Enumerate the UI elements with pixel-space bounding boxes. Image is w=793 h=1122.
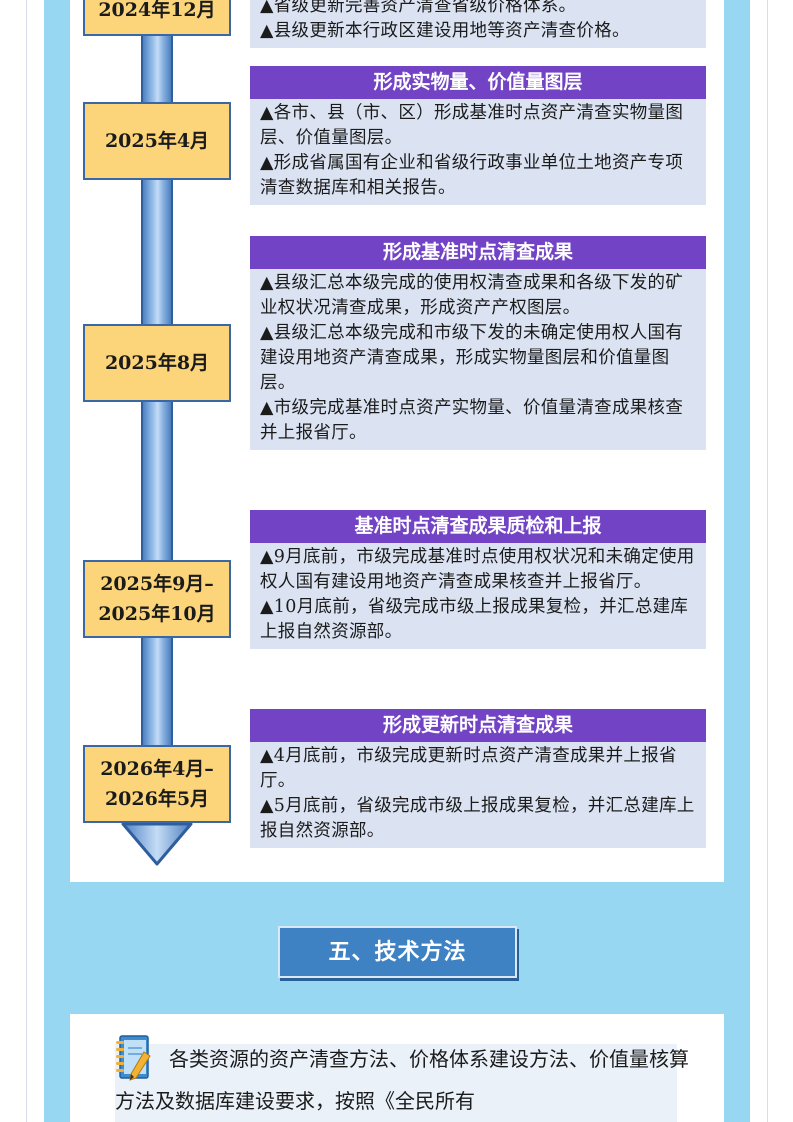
item-body: ▲4月底前，市级完成更新时点资产清查成果并上报省厅。 ▲5月底前，省级完成市级上… bbox=[250, 742, 706, 848]
date-line: 2026年5月 bbox=[104, 788, 210, 810]
item-title: 形成实物量、价值量图层 bbox=[250, 66, 706, 99]
item-title: 形成基准时点清查成果 bbox=[250, 236, 706, 269]
item-line: ▲县级汇总本级完成和市级下发的未确定使用权人国有建设用地资产清查成果，形成实物量… bbox=[260, 323, 684, 393]
timeline-item-3: 形成基准时点清查成果 ▲县级汇总本级完成的使用权清查成果和各级下发的矿业权状况清… bbox=[250, 236, 706, 450]
date-box-5: 2026年4月– 2026年5月 bbox=[83, 745, 231, 823]
paragraph-highlight bbox=[115, 1044, 677, 1122]
date-line: 2026年4月– bbox=[100, 758, 214, 780]
item-line: ▲县级更新本行政区建设用地等资产清查价格。 bbox=[260, 21, 630, 41]
notebook-pencil-icon bbox=[116, 1035, 151, 1081]
timeline-item-5: 形成更新时点清查成果 ▲4月底前，市级完成更新时点资产清查成果并上报省厅。 ▲5… bbox=[250, 709, 706, 848]
date-line: 2025年4月 bbox=[104, 130, 210, 152]
item-title: 基准时点清查成果质检和上报 bbox=[250, 510, 706, 543]
arrow-down-icon bbox=[121, 822, 193, 866]
item-line: ▲4月底前，市级完成更新时点资产清查成果并上报省厅。 bbox=[260, 746, 677, 791]
timeline-item-4: 基准时点清查成果质检和上报 ▲9月底前，市级完成基准时点使用权状况和未确定使用权… bbox=[250, 510, 706, 649]
section-heading: 五、技术方法 bbox=[278, 926, 517, 978]
item-line: ▲各市、县（市、区）形成基准时点资产清查实物量图层、价值量图层。 bbox=[260, 103, 684, 148]
date-box-1: 2024年12月 bbox=[83, 0, 231, 36]
item-title: 形成更新时点清查成果 bbox=[250, 709, 706, 742]
timeline-item-1: ▲省级更新完善资产清查省级价格体系。 ▲县级更新本行政区建设用地等资产清查价格。 bbox=[250, 0, 706, 48]
item-line: ▲9月底前，市级完成基准时点使用权状况和未确定使用权人国有建设用地资产清查成果核… bbox=[260, 547, 695, 592]
item-line: ▲省级更新完善资产清查省级价格体系。 bbox=[260, 0, 577, 16]
item-body: ▲9月底前，市级完成基准时点使用权状况和未确定使用权人国有建设用地资产清查成果核… bbox=[250, 543, 706, 649]
date-line: 2024年12月 bbox=[98, 0, 216, 21]
method-paragraph: 各类资源的资产清查方法、价格体系建设方法、价值量核算方法及数据库建设要求，按照《… bbox=[115, 1047, 689, 1113]
item-line: ▲形成省属国有企业和省级行政事业单位土地资产专项清查数据库和相关报告。 bbox=[260, 153, 684, 198]
item-line: ▲10月底前，省级完成市级上报成果复检，并汇总建库上报自然资源部。 bbox=[260, 597, 689, 642]
item-body: ▲各市、县（市、区）形成基准时点资产清查实物量图层、价值量图层。 ▲形成省属国有… bbox=[250, 99, 706, 205]
date-line: 2025年8月 bbox=[104, 352, 210, 374]
date-box-2: 2025年4月 bbox=[83, 102, 231, 180]
item-body: ▲县级汇总本级完成的使用权清查成果和各级下发的矿业权状况清查成果，形成资产产权图… bbox=[250, 269, 706, 450]
item-line: ▲县级汇总本级完成的使用权清查成果和各级下发的矿业权状况清查成果，形成资产产权图… bbox=[260, 273, 684, 318]
item-line: ▲市级完成基准时点资产实物量、价值量清查成果核查并上报省厅。 bbox=[260, 398, 684, 443]
date-box-4: 2025年9月– 2025年10月 bbox=[83, 560, 231, 638]
date-box-3: 2025年8月 bbox=[83, 324, 231, 402]
date-line: 2025年10月 bbox=[98, 603, 216, 625]
timeline-item-2: 形成实物量、价值量图层 ▲各市、县（市、区）形成基准时点资产清查实物量图层、价值… bbox=[250, 66, 706, 205]
date-line: 2025年9月– bbox=[100, 573, 214, 595]
item-line: ▲5月底前，省级完成市级上报成果复检，并汇总建库上报自然资源部。 bbox=[260, 796, 695, 841]
item-body: ▲省级更新完善资产清查省级价格体系。 ▲县级更新本行政区建设用地等资产清查价格。 bbox=[250, 0, 706, 48]
